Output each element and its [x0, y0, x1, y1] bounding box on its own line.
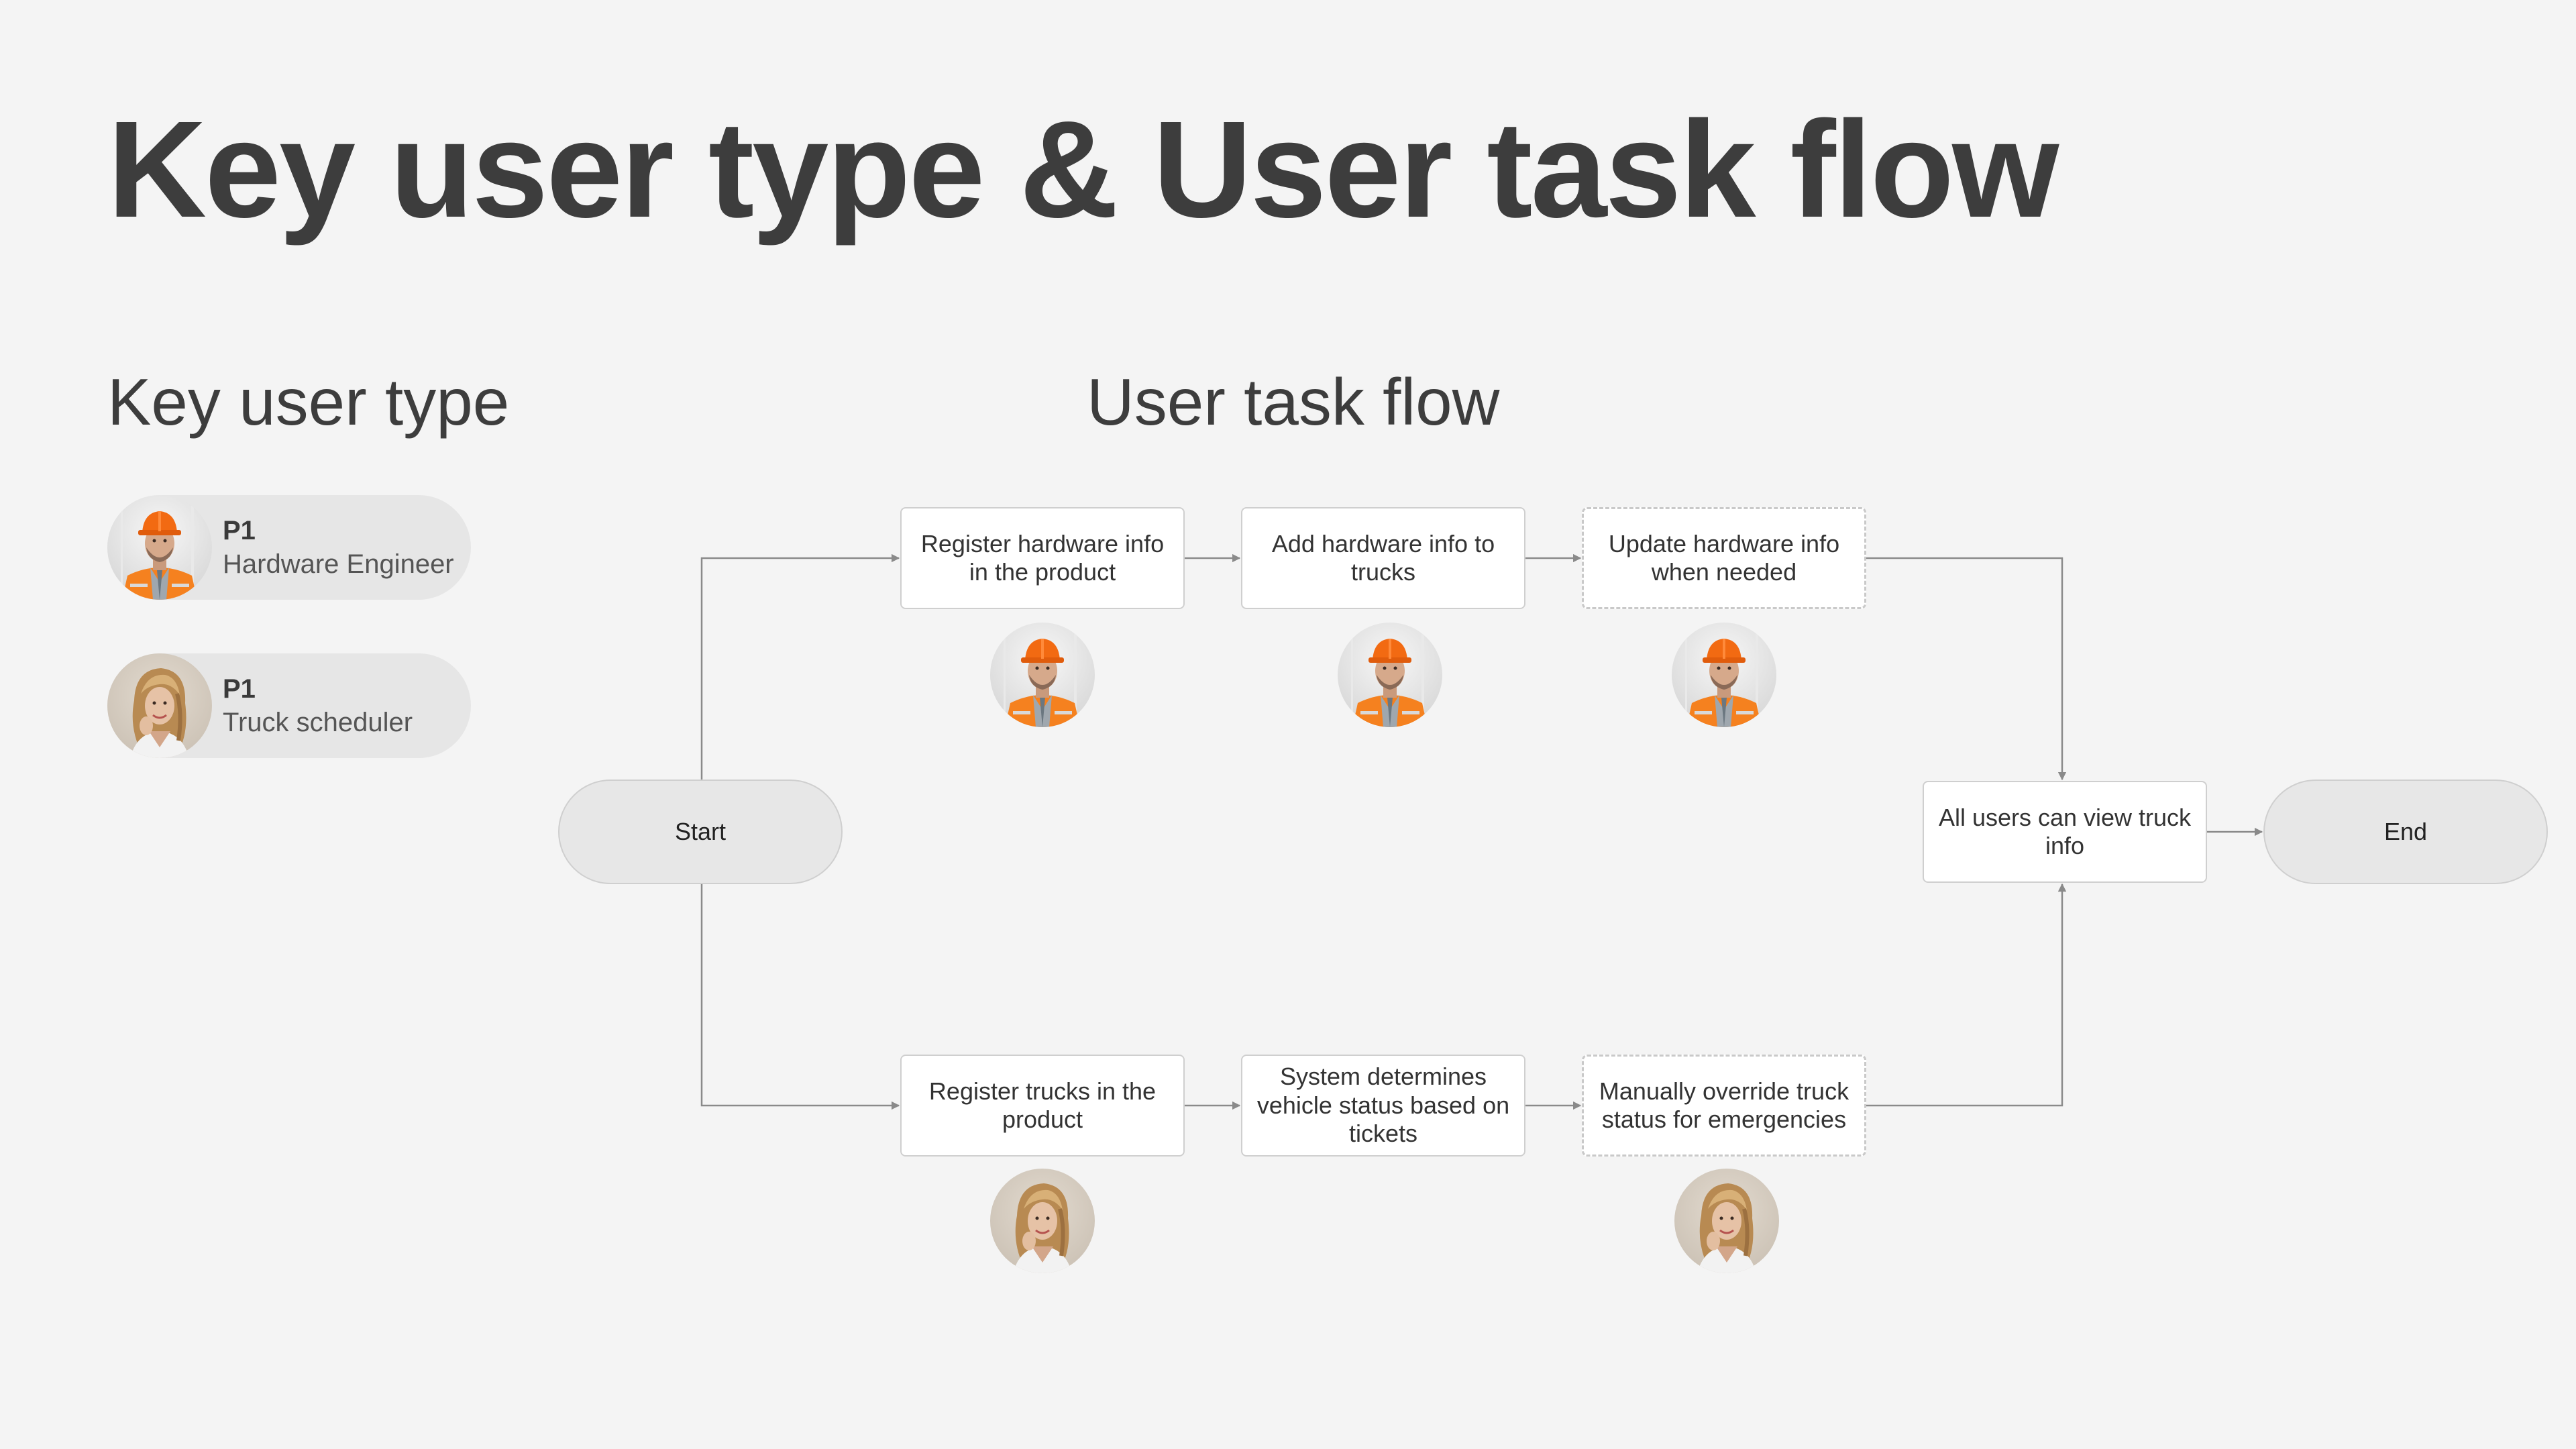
step-register-hardware: Register hardware info in the product — [900, 507, 1185, 609]
user-type-truck-scheduler: P1 Truck scheduler — [107, 653, 471, 758]
hardware-engineer-avatar — [990, 623, 1095, 727]
connector-bottom-to-merge — [1866, 883, 2067, 1107]
step-system-determines-status: System determines vehicle status based o… — [1241, 1055, 1525, 1157]
step-all-users-view: All users can view truck info — [1923, 781, 2207, 883]
user-role-label: Truck scheduler — [223, 708, 413, 737]
flow-start-node: Start — [558, 780, 843, 884]
user-priority-tag: P1 — [223, 674, 256, 704]
truck-scheduler-avatar — [1674, 1169, 1779, 1273]
key-user-type-heading: Key user type — [107, 365, 510, 439]
step-add-hardware-to-trucks: Add hardware info to trucks — [1241, 507, 1525, 609]
user-priority-tag: P1 — [223, 516, 256, 545]
flow-end-node: End — [2263, 780, 2548, 884]
step-manual-override: Manually override truck status for emerg… — [1582, 1055, 1866, 1157]
step-update-hardware: Update hardware info when needed — [1582, 507, 1866, 609]
connector-start-to-top — [700, 553, 900, 780]
step-register-trucks: Register trucks in the product — [900, 1055, 1185, 1157]
user-task-flow-heading: User task flow — [1087, 365, 1500, 439]
user-role-label: Hardware Engineer — [223, 549, 454, 579]
connector-top-to-merge — [1866, 557, 2067, 781]
truck-scheduler-avatar — [990, 1169, 1095, 1273]
connector-start-to-bottom — [700, 884, 900, 1110]
user-type-hardware-engineer: P1 Hardware Engineer — [107, 495, 471, 600]
page-title: Key user type & User task flow — [107, 93, 2059, 246]
hardware-engineer-avatar — [1672, 623, 1776, 727]
hardware-engineer-avatar — [1338, 623, 1442, 727]
